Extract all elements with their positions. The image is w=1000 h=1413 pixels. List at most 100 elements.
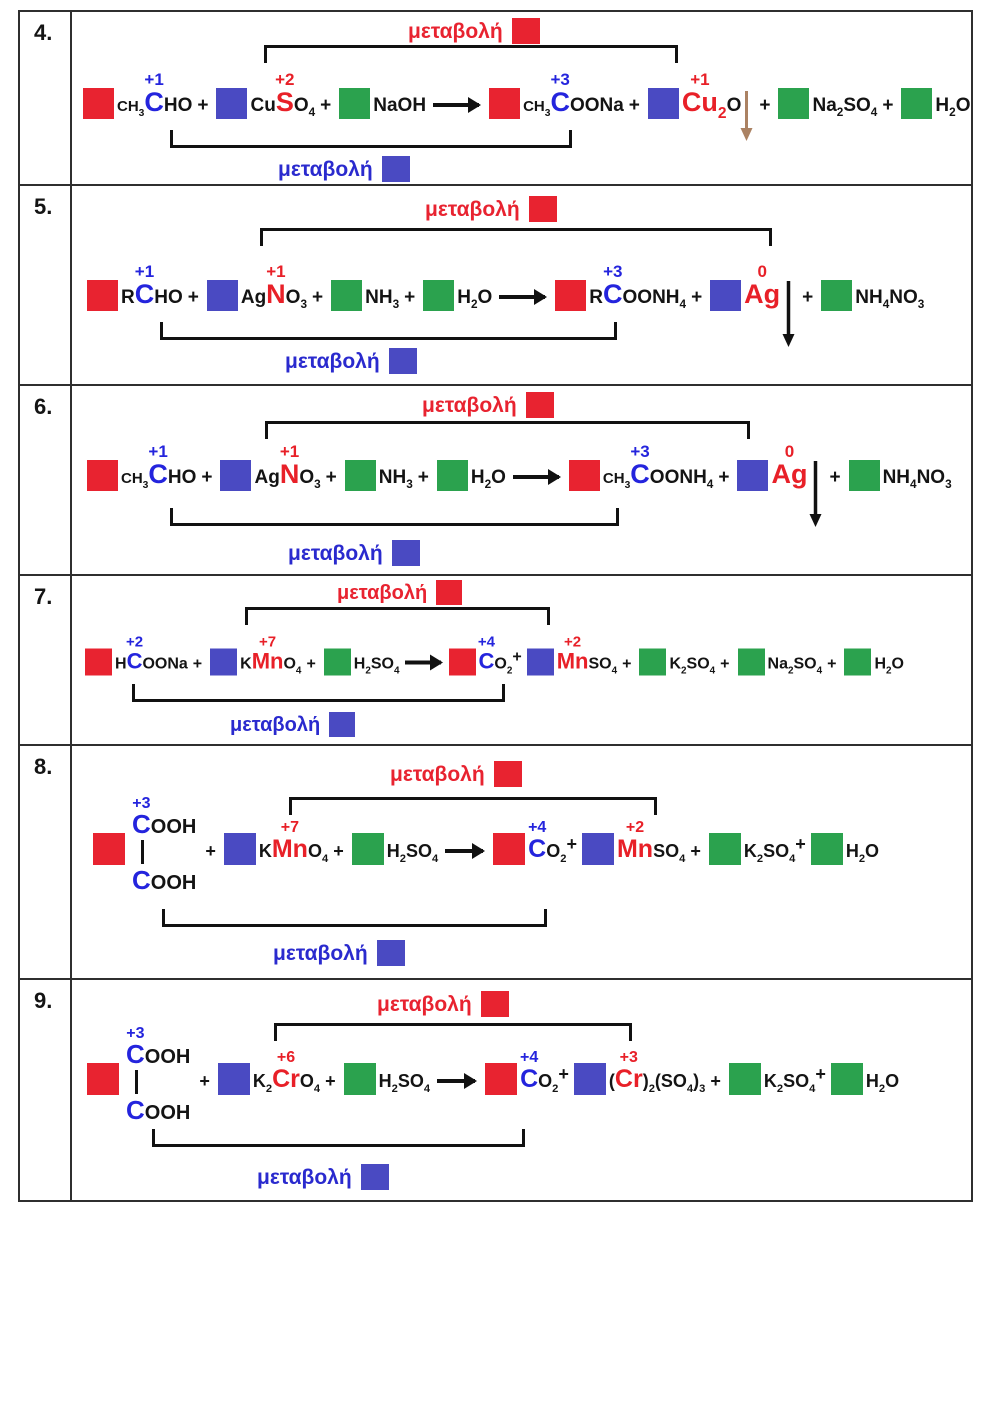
red-answer-square[interactable] bbox=[489, 88, 521, 120]
change-label-text: μεταβολή bbox=[288, 541, 383, 565]
green-answer-square[interactable] bbox=[848, 460, 880, 492]
formula-text: H bbox=[378, 1070, 392, 1091]
red-answer-square[interactable] bbox=[436, 580, 463, 605]
green-answer-square[interactable] bbox=[708, 832, 741, 865]
green-answer-square[interactable] bbox=[830, 1062, 863, 1095]
green-answer-square[interactable] bbox=[844, 648, 872, 676]
blue-answer-square[interactable] bbox=[220, 460, 252, 492]
red-answer-square[interactable] bbox=[525, 392, 554, 418]
blue-answer-square[interactable] bbox=[391, 540, 420, 566]
oxidation-number: 0 bbox=[784, 442, 795, 462]
red-answer-square[interactable] bbox=[493, 832, 526, 865]
green-answer-square[interactable] bbox=[810, 832, 843, 865]
formula-text: K bbox=[763, 1070, 777, 1091]
green-answer-square[interactable] bbox=[331, 280, 363, 312]
green-answer-square[interactable] bbox=[351, 832, 384, 865]
blue-answer-square[interactable] bbox=[210, 648, 238, 676]
formula-text: 2 bbox=[886, 665, 892, 677]
plus-sign: + bbox=[417, 467, 429, 489]
row-number: 8. bbox=[20, 746, 72, 978]
green-answer-square[interactable] bbox=[728, 1062, 761, 1095]
formula-text: 4 bbox=[393, 665, 400, 677]
red-answer-square[interactable] bbox=[480, 991, 509, 1017]
blue-answer-square[interactable] bbox=[526, 648, 554, 676]
green-answer-square[interactable] bbox=[339, 88, 371, 120]
blue-answer-square[interactable] bbox=[206, 280, 238, 312]
blue-answer-square[interactable] bbox=[388, 348, 417, 374]
red-answer-square[interactable] bbox=[485, 1062, 518, 1095]
blue-answer-square[interactable] bbox=[223, 832, 256, 865]
blue-answer-square[interactable] bbox=[573, 1062, 606, 1095]
blue-answer-square[interactable] bbox=[581, 832, 614, 865]
blue-answer-square[interactable] bbox=[737, 460, 769, 492]
blue-answer-square[interactable] bbox=[216, 88, 248, 120]
oxidation-number: +3 bbox=[619, 1048, 638, 1066]
green-answer-square[interactable] bbox=[323, 648, 351, 676]
formula-text: SO bbox=[763, 840, 790, 861]
formula-text: 4 bbox=[611, 665, 618, 677]
green-answer-square[interactable] bbox=[423, 280, 455, 312]
plus-sign: + bbox=[325, 467, 337, 489]
formula-text: O bbox=[293, 95, 309, 117]
blue-answer-square[interactable] bbox=[217, 1062, 250, 1095]
red-answer-square[interactable] bbox=[93, 832, 125, 865]
formula-text: CH bbox=[121, 470, 143, 488]
oxidation-bracket-bottom bbox=[160, 322, 617, 340]
formula-text: Ag bbox=[744, 279, 781, 310]
plus-sign: + bbox=[325, 1070, 336, 1091]
oxidation-number: +1 bbox=[148, 442, 168, 462]
red-answer-square[interactable] bbox=[87, 280, 118, 312]
green-answer-square[interactable] bbox=[821, 280, 853, 312]
blue-answer-square[interactable] bbox=[376, 940, 405, 966]
green-answer-square[interactable] bbox=[901, 88, 933, 120]
formula-text: C bbox=[603, 279, 623, 310]
red-answer-square[interactable] bbox=[493, 761, 522, 787]
row-number: 4. bbox=[20, 12, 72, 184]
red-answer-square[interactable] bbox=[568, 460, 600, 492]
red-answer-square[interactable] bbox=[511, 18, 540, 44]
formula-text: NH bbox=[882, 467, 911, 489]
green-answer-square[interactable] bbox=[343, 1062, 376, 1095]
blue-answer-square[interactable] bbox=[710, 280, 742, 312]
green-answer-square[interactable] bbox=[778, 88, 810, 120]
green-answer-square[interactable] bbox=[344, 460, 376, 492]
blue-answer-square[interactable] bbox=[381, 156, 410, 182]
formula-text: H bbox=[470, 467, 485, 489]
red-answer-square[interactable] bbox=[555, 280, 587, 312]
formula-text: H bbox=[353, 655, 366, 673]
blue-answer-square[interactable] bbox=[329, 712, 356, 737]
formula-text: 2 bbox=[878, 1082, 886, 1095]
red-answer-square[interactable] bbox=[85, 648, 112, 676]
formula-text: 4 bbox=[870, 106, 878, 120]
blue-answer-square[interactable] bbox=[360, 1164, 389, 1190]
oxidation-number: +6 bbox=[276, 1048, 296, 1066]
red-answer-square[interactable] bbox=[83, 88, 114, 120]
plus-sign: + bbox=[720, 655, 730, 673]
green-answer-square[interactable] bbox=[737, 648, 765, 676]
formula-text: O bbox=[299, 1070, 314, 1091]
red-answer-square[interactable] bbox=[87, 460, 118, 492]
green-answer-square[interactable] bbox=[436, 460, 468, 492]
red-answer-square[interactable] bbox=[528, 196, 557, 222]
reaction-arrow-icon bbox=[433, 97, 482, 114]
change-label-text: μεταβολή bbox=[230, 713, 321, 736]
green-answer-square[interactable] bbox=[639, 648, 667, 676]
plus-sign: + bbox=[566, 833, 577, 854]
blue-answer-square[interactable] bbox=[647, 88, 679, 120]
formula-text: OOH bbox=[144, 1046, 191, 1068]
formula-text: C bbox=[126, 648, 143, 674]
change-label-text: μεταβολή bbox=[422, 393, 517, 417]
red-answer-square[interactable] bbox=[87, 1062, 119, 1095]
red-answer-square[interactable] bbox=[448, 648, 476, 676]
reaction-arrow-icon bbox=[445, 842, 486, 859]
formula-text: O bbox=[491, 467, 506, 489]
oxidation-bracket-top bbox=[265, 421, 750, 439]
plus-sign: + bbox=[192, 655, 203, 673]
